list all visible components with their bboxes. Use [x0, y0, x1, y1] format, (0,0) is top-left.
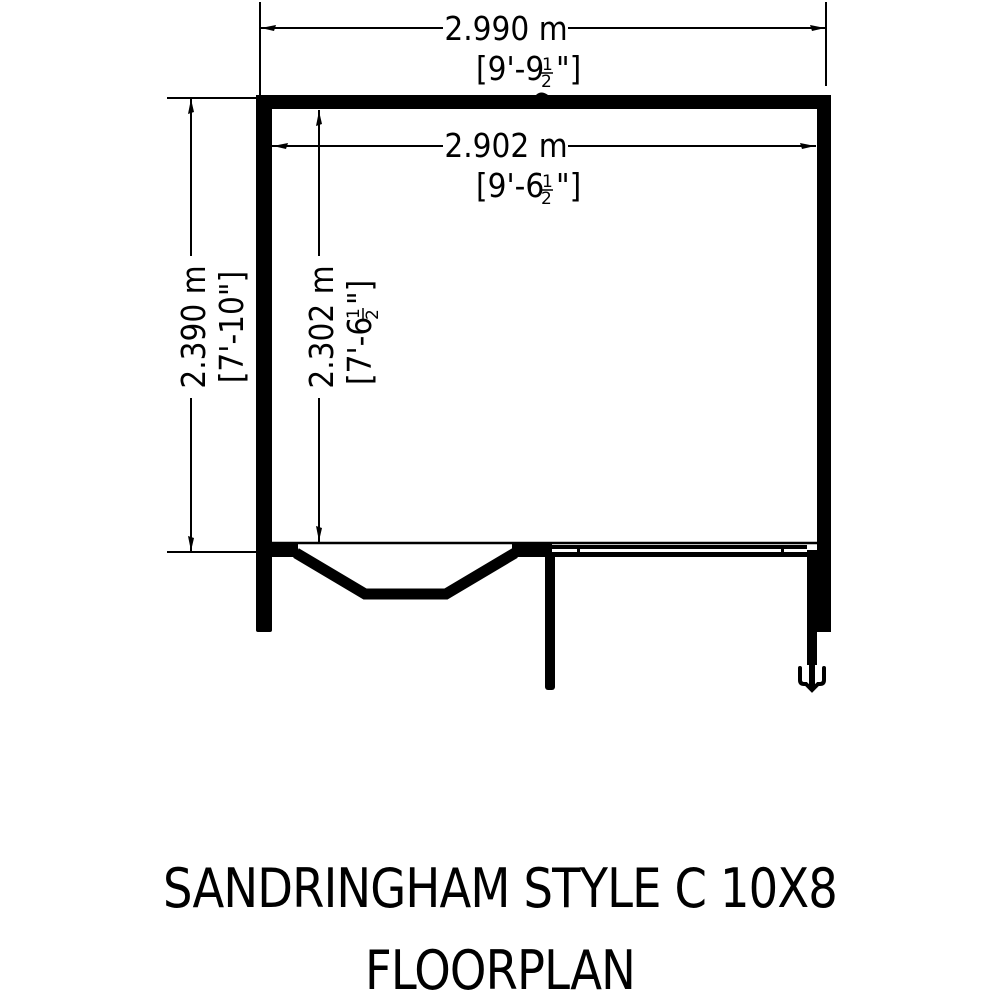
- front-plate-mid: [512, 543, 552, 557]
- external-depth-dimension: 2.390 m [7'-10"]: [167, 97, 257, 553]
- arrow-down-icon: [316, 526, 322, 541]
- arrow-up-icon: [316, 111, 322, 126]
- external-depth-metric: 2.390 m: [174, 265, 213, 388]
- right-wall: [817, 95, 831, 550]
- walls: [256, 92, 831, 665]
- diagram-title: SANDRINGHAM STYLE C 10X8: [162, 857, 838, 920]
- internal-depth-imperial-suffix: "]: [340, 280, 379, 305]
- door-threshold-bottom: [552, 552, 807, 557]
- door-left-post: [545, 552, 555, 690]
- internal-width-imperial: [9'-6: [476, 166, 544, 205]
- left-wall: [256, 95, 272, 632]
- diagram-subtitle: FLOORPLAN: [364, 939, 636, 1002]
- arrow-right-icon: [800, 143, 815, 149]
- front-elevation: [272, 541, 826, 693]
- external-width-imperial-suffix: "]: [556, 49, 581, 88]
- frac-den: 2: [541, 189, 552, 209]
- right-door-post: [807, 550, 831, 632]
- internal-depth-metric: 2.302 m: [302, 265, 341, 388]
- external-width-metric: 2.990 m: [444, 9, 567, 48]
- frac-num: 1: [344, 308, 364, 319]
- door-threshold-top: [552, 545, 807, 549]
- internal-depth-dimension: 2.302 m [7'-6 1 2 "]: [302, 110, 383, 542]
- internal-width-dimension: 2.902 m [9'-6 1 2 "]: [272, 126, 816, 209]
- front-plate-left: [272, 543, 298, 557]
- frac-num: 1: [542, 55, 553, 75]
- door-handle-icon: [798, 666, 826, 693]
- right-post-stem: [807, 630, 817, 665]
- frac-num: 1: [542, 172, 553, 192]
- internal-depth-imperial: [7'-6: [340, 317, 379, 385]
- arrow-down-icon: [188, 536, 194, 551]
- door-handle-stem: [809, 664, 815, 688]
- arrow-right-icon: [810, 25, 825, 31]
- ridge-marker: [536, 92, 548, 95]
- arrow-left-icon: [273, 143, 288, 149]
- internal-width-metric: 2.902 m: [444, 126, 567, 165]
- external-width-imperial: [9'-9: [476, 49, 544, 88]
- internal-width-imperial-suffix: "]: [556, 166, 581, 205]
- bay-window: [293, 548, 518, 600]
- frac-den: 2: [541, 72, 552, 92]
- arrow-left-icon: [261, 25, 276, 31]
- external-width-dimension: 2.990 m [9'-9 1 2 "]: [259, 2, 827, 95]
- arrow-up-icon: [188, 99, 194, 114]
- external-depth-imperial: [7'-10"]: [212, 271, 251, 383]
- frac-den: 2: [363, 309, 383, 320]
- threshold-divider: [781, 545, 784, 555]
- threshold-divider: [577, 545, 580, 555]
- top-wall: [256, 95, 831, 109]
